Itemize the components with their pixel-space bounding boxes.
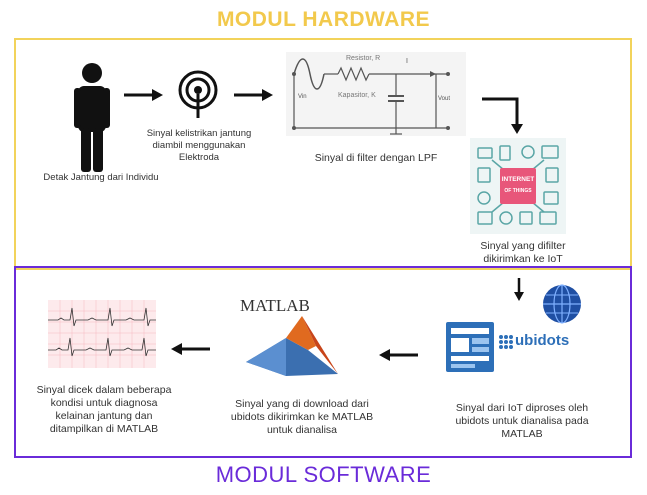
globe-icon — [542, 284, 582, 324]
iot-title-line1: INTERNET — [501, 176, 535, 183]
current-label: I — [406, 58, 408, 65]
ubidots-dashboard-icon — [446, 322, 494, 372]
arrow-down-icon — [513, 278, 525, 302]
software-module-title: MODUL SOFTWARE — [215, 462, 432, 487]
electrode-caption: Sinyal kelistrikan jantung diambil mengg… — [146, 128, 252, 163]
vout-label: Vout — [438, 96, 451, 102]
arrow-elbow-down-icon — [480, 96, 530, 136]
capacitor-label: Kapasitor, K — [338, 92, 376, 99]
arrow-right-icon — [124, 88, 164, 102]
matlab-caption: Sinyal yang di download dari ubidots dik… — [230, 398, 374, 436]
hardware-module-title: MODUL HARDWARE — [216, 8, 431, 31]
matlab-logo-text: MATLAB — [240, 296, 310, 315]
arrow-left-icon — [170, 342, 210, 356]
resistor-label: Resistor, R — [346, 55, 381, 62]
ecg-caption: Sinyal dicek dalam beberapa kondisi untu… — [36, 384, 172, 435]
electrode-signal-icon — [176, 70, 220, 120]
arrow-left-icon — [378, 348, 418, 362]
ubidots-logo-text: ubidots — [515, 332, 570, 349]
vin-label: Vin — [298, 94, 307, 100]
person-caption: Detak Jantung dari Individu — [43, 172, 159, 183]
iot-title-line2: OF THINGS — [504, 188, 532, 194]
iot-caption: Sinyal yang difilter dikirimkan ke IoT — [480, 240, 566, 265]
hardware-module-frame — [14, 38, 632, 270]
matlab-membrane-icon — [246, 316, 338, 378]
ubidots-dots-icon — [498, 334, 514, 350]
software-module-frame — [14, 266, 632, 458]
lpf-circuit-diagram: Resistor, R I Kapasitor, K Vin Vout — [286, 52, 466, 136]
ubidots-caption: Sinyal dari IoT diproses oleh ubidots un… — [455, 402, 589, 440]
ecg-strip-image — [48, 300, 156, 368]
iot-illustration: INTERNET OF THINGS — [470, 138, 566, 234]
arrow-right-icon — [234, 88, 274, 102]
person-icon — [70, 62, 114, 172]
lpf-caption: Sinyal di filter dengan LPF — [314, 152, 438, 164]
